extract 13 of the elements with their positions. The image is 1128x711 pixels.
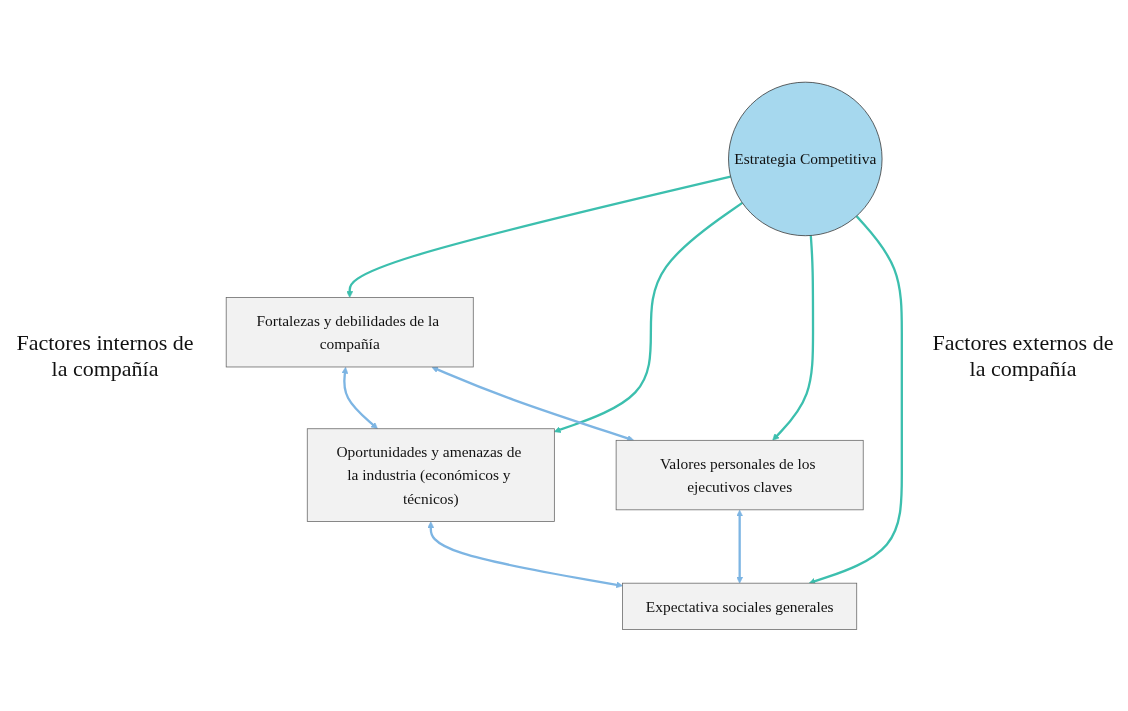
arrow [341, 366, 378, 429]
arrow [427, 521, 623, 588]
arrow [772, 235, 815, 441]
arrow [346, 175, 731, 298]
node-box: Valores personales de los ejecutivos claves [615, 439, 864, 510]
node-box: Fortalezas y debilidades de la compañía [225, 296, 474, 368]
side-label: Factores externos de la compañía [931, 329, 1115, 382]
arrow [554, 201, 743, 433]
node-box: Oportunidades y amenazas de la industria (económicos y técnicos) [306, 428, 555, 522]
node-circle: Estrategia Competitiva [728, 81, 883, 236]
node-box: Expectativa sociales generales [622, 582, 858, 630]
arrow [736, 509, 744, 584]
side-label: Factores internos de la compañía [15, 329, 195, 382]
